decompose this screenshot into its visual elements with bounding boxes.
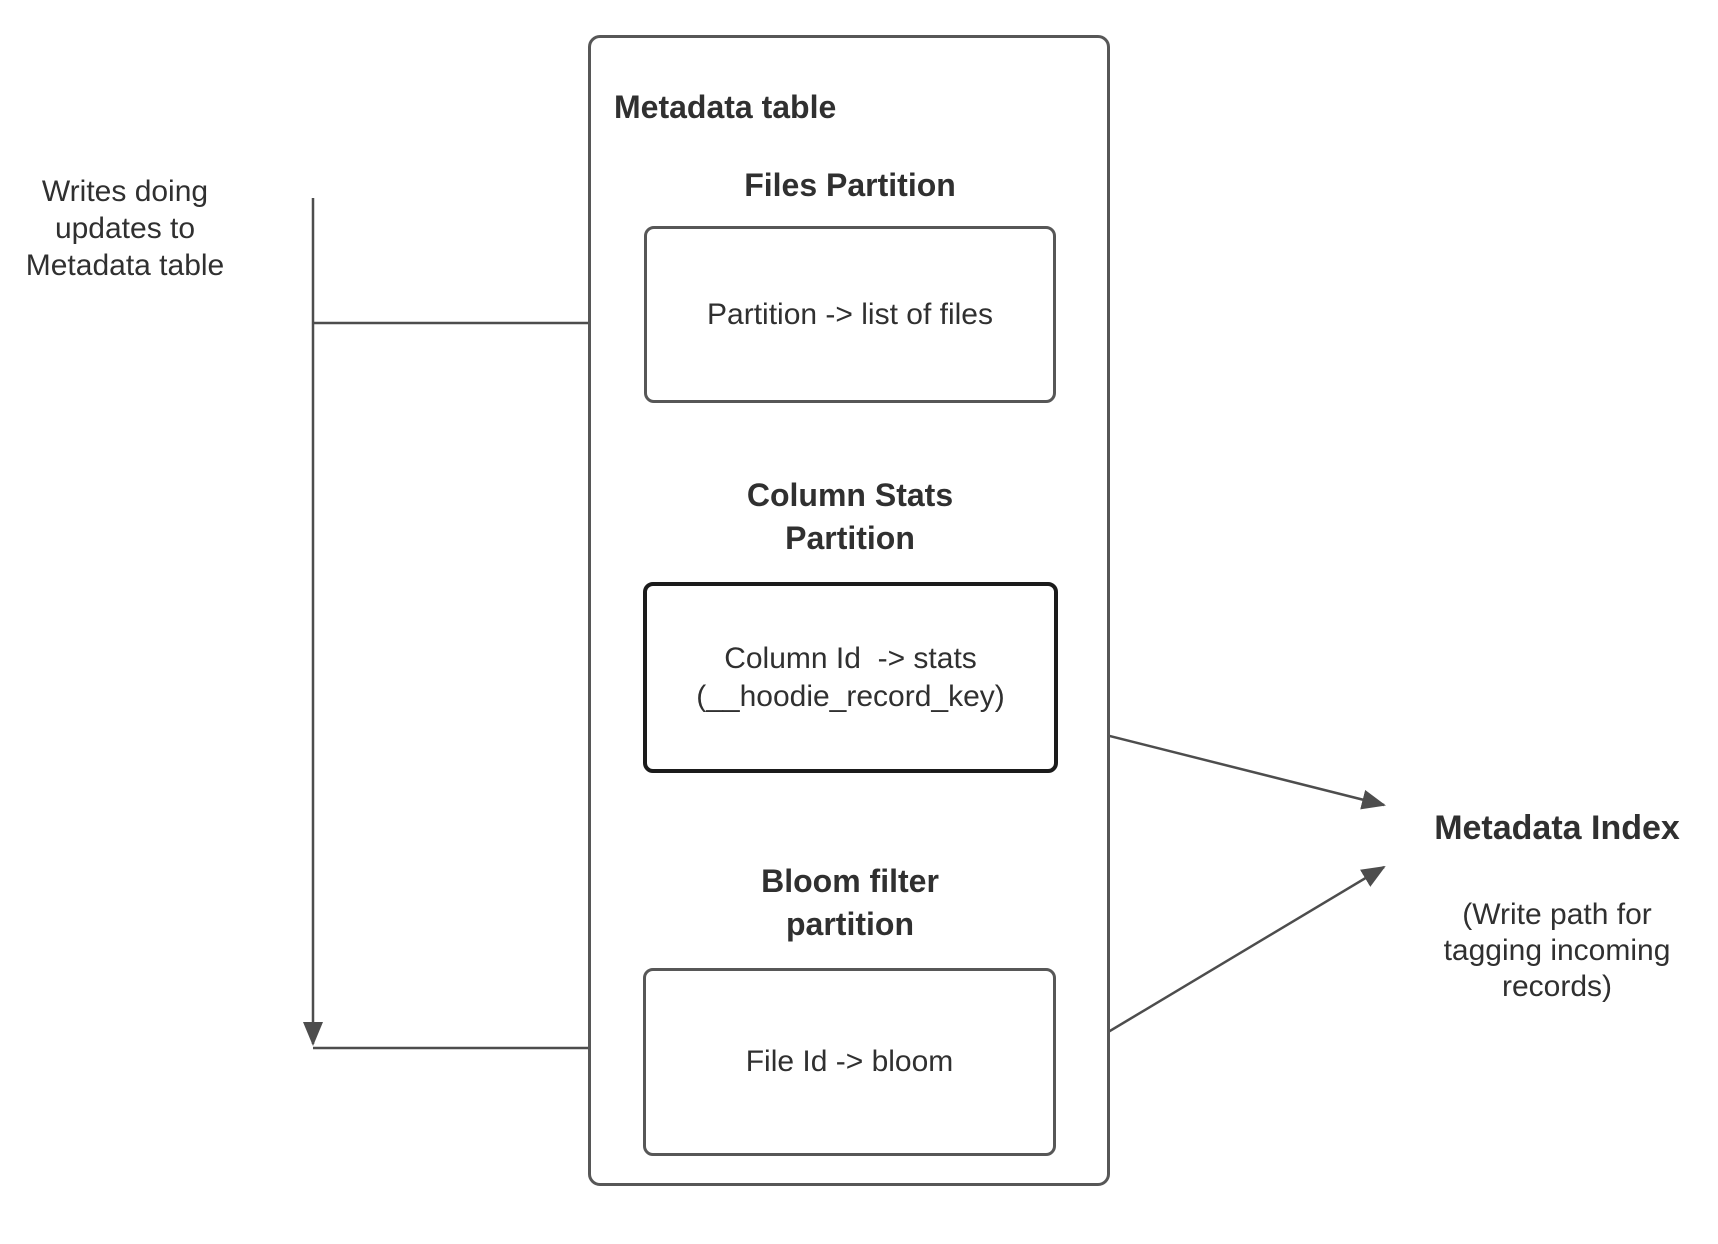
column-stats-box-line-2: (__hoodie_record_key) <box>696 679 1005 713</box>
files-partition-heading: Files Partition <box>744 167 956 203</box>
metadata-index-subtitle-line-3: records) <box>1501 970 1613 1003</box>
metadata-table-title: Metadata table <box>614 89 837 125</box>
bloom-heading-line-1: Bloom filter <box>761 863 939 899</box>
bloom-filter-partition-box: File Id -> bloom <box>643 968 1056 1156</box>
column-stats-box-line-1: Column Id -> stats <box>724 641 977 675</box>
column-stats-heading-line-2: Partition <box>785 520 915 556</box>
writes-label-line-3: Metadata table <box>25 249 225 282</box>
bloom-filter-partition-heading: Bloom filter partition <box>650 860 1050 946</box>
column-stats-partition-box: Column Id -> stats (__hoodie_record_key) <box>643 582 1058 773</box>
files-partition-box: Partition -> list of files <box>644 226 1056 403</box>
writes-label-line-1: Writes doing <box>41 175 209 208</box>
metadata-index-subtitle-line-2: tagging incoming <box>1443 934 1671 967</box>
writes-label: Writes doing updates to Metadata table <box>10 173 240 284</box>
files-partition-box-text: Partition -> list of files <box>707 297 993 331</box>
metadata-index-title: Metadata Index <box>1434 809 1680 847</box>
bloom-heading-line-2: partition <box>786 906 914 942</box>
column-stats-heading-line-1: Column Stats <box>746 477 954 513</box>
metadata-index-subtitle-line-1: (Write path for <box>1462 898 1652 931</box>
column-stats-partition-heading: Column Stats Partition <box>650 474 1050 560</box>
metadata-index-subtitle: (Write path for tagging incoming records… <box>1397 897 1717 1005</box>
bloom-box-text: File Id -> bloom <box>745 1045 954 1078</box>
writes-label-line-2: updates to <box>54 212 196 245</box>
